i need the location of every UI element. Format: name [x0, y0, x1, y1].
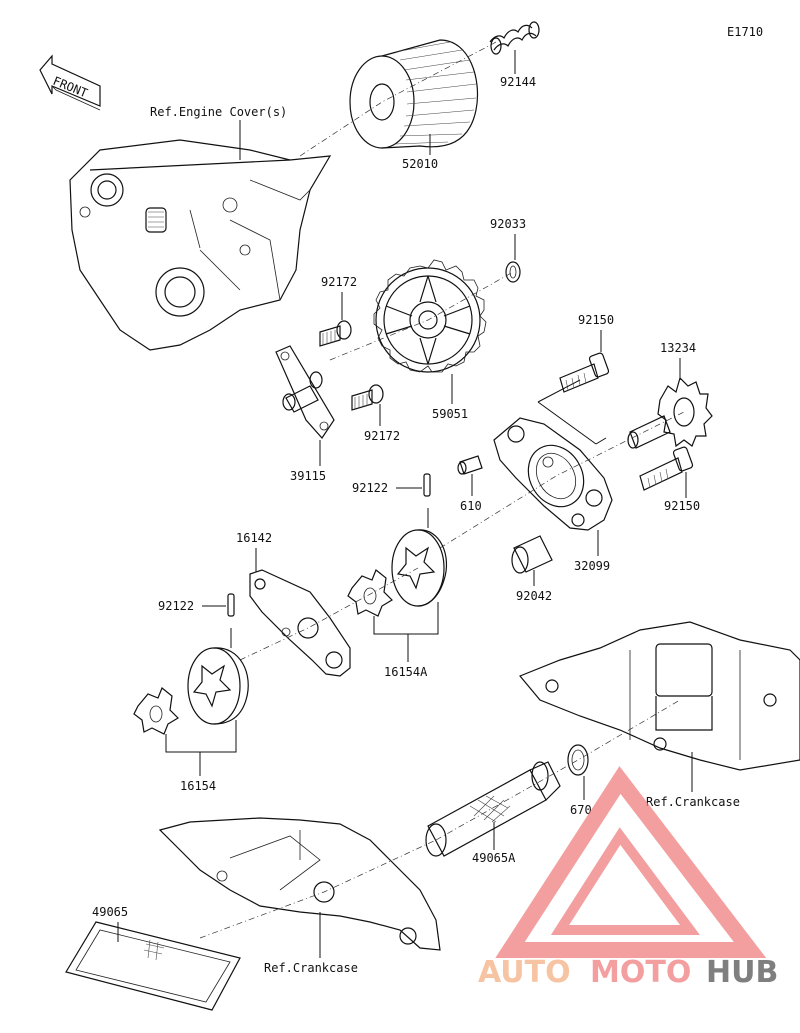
- circlip: 92033: [329, 217, 526, 361]
- label-16154A: 16154A: [384, 665, 428, 679]
- pin-92122-left: 92122: [158, 593, 235, 648]
- watermark-auto: AUTO: [478, 955, 571, 990]
- cover-plate-16142: 16142: [236, 531, 419, 677]
- outer-rotor-lower: [187, 647, 249, 725]
- ref-engine-cover-label: Ref.Engine Cover(s): [150, 105, 287, 119]
- inner-rotor-upper: 16154A: [347, 569, 439, 679]
- label-52010: 52010: [402, 157, 438, 171]
- label-39115: 39115: [290, 469, 326, 483]
- label-92150-top: 92150: [578, 313, 614, 327]
- oil-filter: 52010: [299, 39, 501, 171]
- ref-crankcase-right-label: Ref.Crankcase: [646, 795, 740, 809]
- label-16142: 16142: [236, 531, 272, 545]
- oil-pump-gear: 59051: [373, 259, 487, 421]
- front-arrow-icon: FRONT: [39, 54, 101, 111]
- outer-rotor-upper: [391, 508, 448, 607]
- label-49065A: 49065A: [472, 851, 516, 865]
- label-59051: 59051: [432, 407, 468, 421]
- oil-screen-49065: 49065: [65, 905, 241, 1011]
- label-92144: 92144: [500, 75, 536, 89]
- label-92122-left: 92122: [158, 599, 194, 613]
- label-92150-bottom: 92150: [664, 499, 700, 513]
- inner-rotor-lower: 16154: [133, 687, 237, 793]
- label-13234: 13234: [660, 341, 696, 355]
- label-610: 610: [460, 499, 482, 513]
- label-92122-mid: 92122: [352, 481, 388, 495]
- label-32099: 32099: [574, 559, 610, 573]
- bolt-92150-bottom: 92150: [639, 446, 700, 513]
- diagram-code: E1710: [727, 25, 763, 39]
- triangle-logo-icon: [495, 766, 767, 958]
- pin-92122-mid: 92122: [352, 473, 431, 497]
- label-92033: 92033: [490, 217, 526, 231]
- label-670: 670: [570, 803, 592, 817]
- label-92042: 92042: [516, 589, 552, 603]
- pump-shaft-gear: 13234: [537, 341, 713, 449]
- oil-strainer-49065A: 49065A: [425, 699, 681, 865]
- engine-cover: Ref.Engine Cover(s): [69, 105, 332, 351]
- bolt-92150-top: 92150: [559, 313, 614, 393]
- bolt-92172-bottom: 92172: [351, 384, 400, 443]
- watermark-logo: AUTO MOTO HUB: [478, 766, 778, 990]
- spring: 92144: [489, 21, 540, 89]
- dowel-pin-610: 610: [457, 455, 483, 513]
- label-16154: 16154: [180, 779, 216, 793]
- o-ring-670: 670: [567, 744, 592, 817]
- ref-crankcase-bottom-label: Ref.Crankcase: [264, 961, 358, 975]
- crankcase-bottom: Ref.Crankcase: [158, 817, 441, 975]
- label-92172-top: 92172: [321, 275, 357, 289]
- pump-body: 32099: [493, 417, 613, 573]
- crankcase-right: Ref.Crankcase: [519, 621, 800, 809]
- collar-92042: 92042: [439, 411, 685, 603]
- bolt-92172-top: 92172: [319, 275, 357, 347]
- watermark-hub: HUB: [706, 955, 778, 990]
- label-49065: 49065: [92, 905, 128, 919]
- label-92172-bottom: 92172: [364, 429, 400, 443]
- watermark-moto: MOTO: [590, 955, 691, 990]
- plate-39115: 39115: [275, 345, 335, 483]
